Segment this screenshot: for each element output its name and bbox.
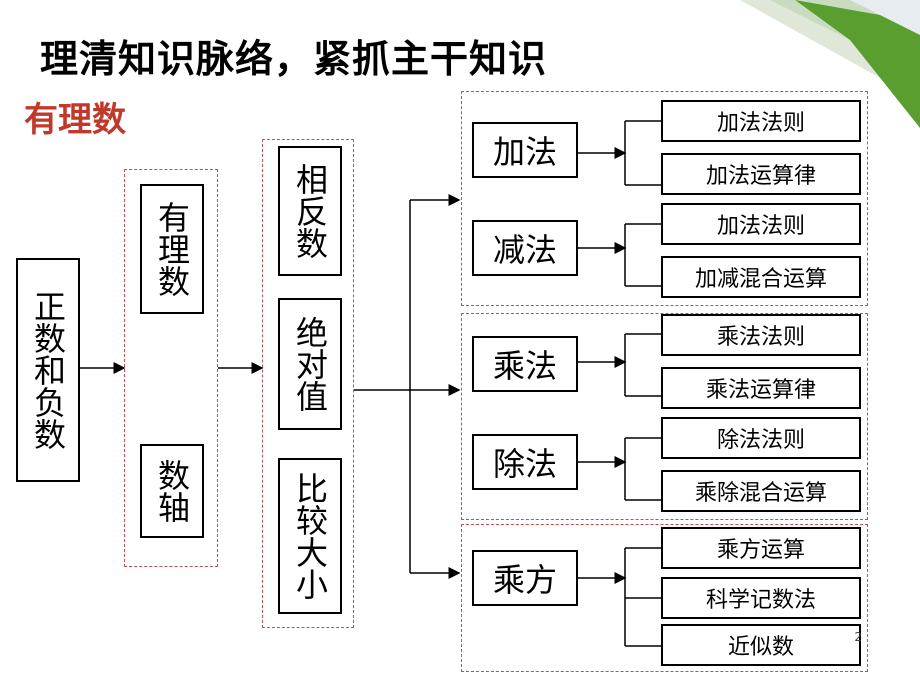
leaf-mul-div-mixed: 乘除混合运算 bbox=[661, 470, 861, 512]
opposite-number-box: 相反数 bbox=[278, 146, 342, 276]
group-frame-power bbox=[461, 524, 868, 672]
multiplication-box: 乘法 bbox=[472, 336, 578, 392]
group-frame-add-sub bbox=[461, 91, 868, 306]
absolute-value-box: 绝对值 bbox=[278, 298, 342, 430]
page-number: 2 bbox=[854, 630, 862, 644]
group-frame-concepts bbox=[262, 139, 354, 628]
power-box: 乘方 bbox=[472, 550, 578, 606]
leaf-add-sub-mixed: 加减混合运算 bbox=[661, 256, 861, 298]
compare-size-box: 比较大小 bbox=[278, 458, 342, 614]
leaf-mul-laws: 乘法运算律 bbox=[661, 367, 861, 409]
leaf-approximate-number: 近似数 bbox=[661, 624, 861, 666]
root-positive-negative-box: 正数和负数 bbox=[16, 258, 80, 482]
group-frame-rational-axis bbox=[124, 169, 218, 567]
group-frame-mul-div bbox=[461, 313, 868, 520]
rational-number-box: 有理数 bbox=[140, 184, 204, 314]
leaf-add-rule: 加法法则 bbox=[661, 100, 861, 142]
page-title: 理清知识脉络，紧抓主干知识 bbox=[40, 37, 548, 81]
addition-box: 加法 bbox=[472, 122, 578, 178]
number-axis-box: 数轴 bbox=[140, 444, 204, 538]
leaf-mul-rule: 乘法法则 bbox=[661, 314, 861, 356]
corner-decoration bbox=[740, 0, 920, 128]
leaf-scientific-notation: 科学记数法 bbox=[661, 577, 861, 619]
section-subtitle: 有理数 bbox=[24, 100, 126, 140]
leaf-sub-rule: 加法法则 bbox=[661, 203, 861, 245]
leaf-power-operation: 乘方运算 bbox=[661, 527, 861, 569]
leaf-add-laws: 加法运算律 bbox=[661, 153, 861, 195]
division-box: 除法 bbox=[472, 434, 578, 490]
subtraction-box: 减法 bbox=[472, 220, 578, 276]
leaf-div-rule: 除法法则 bbox=[661, 417, 861, 459]
